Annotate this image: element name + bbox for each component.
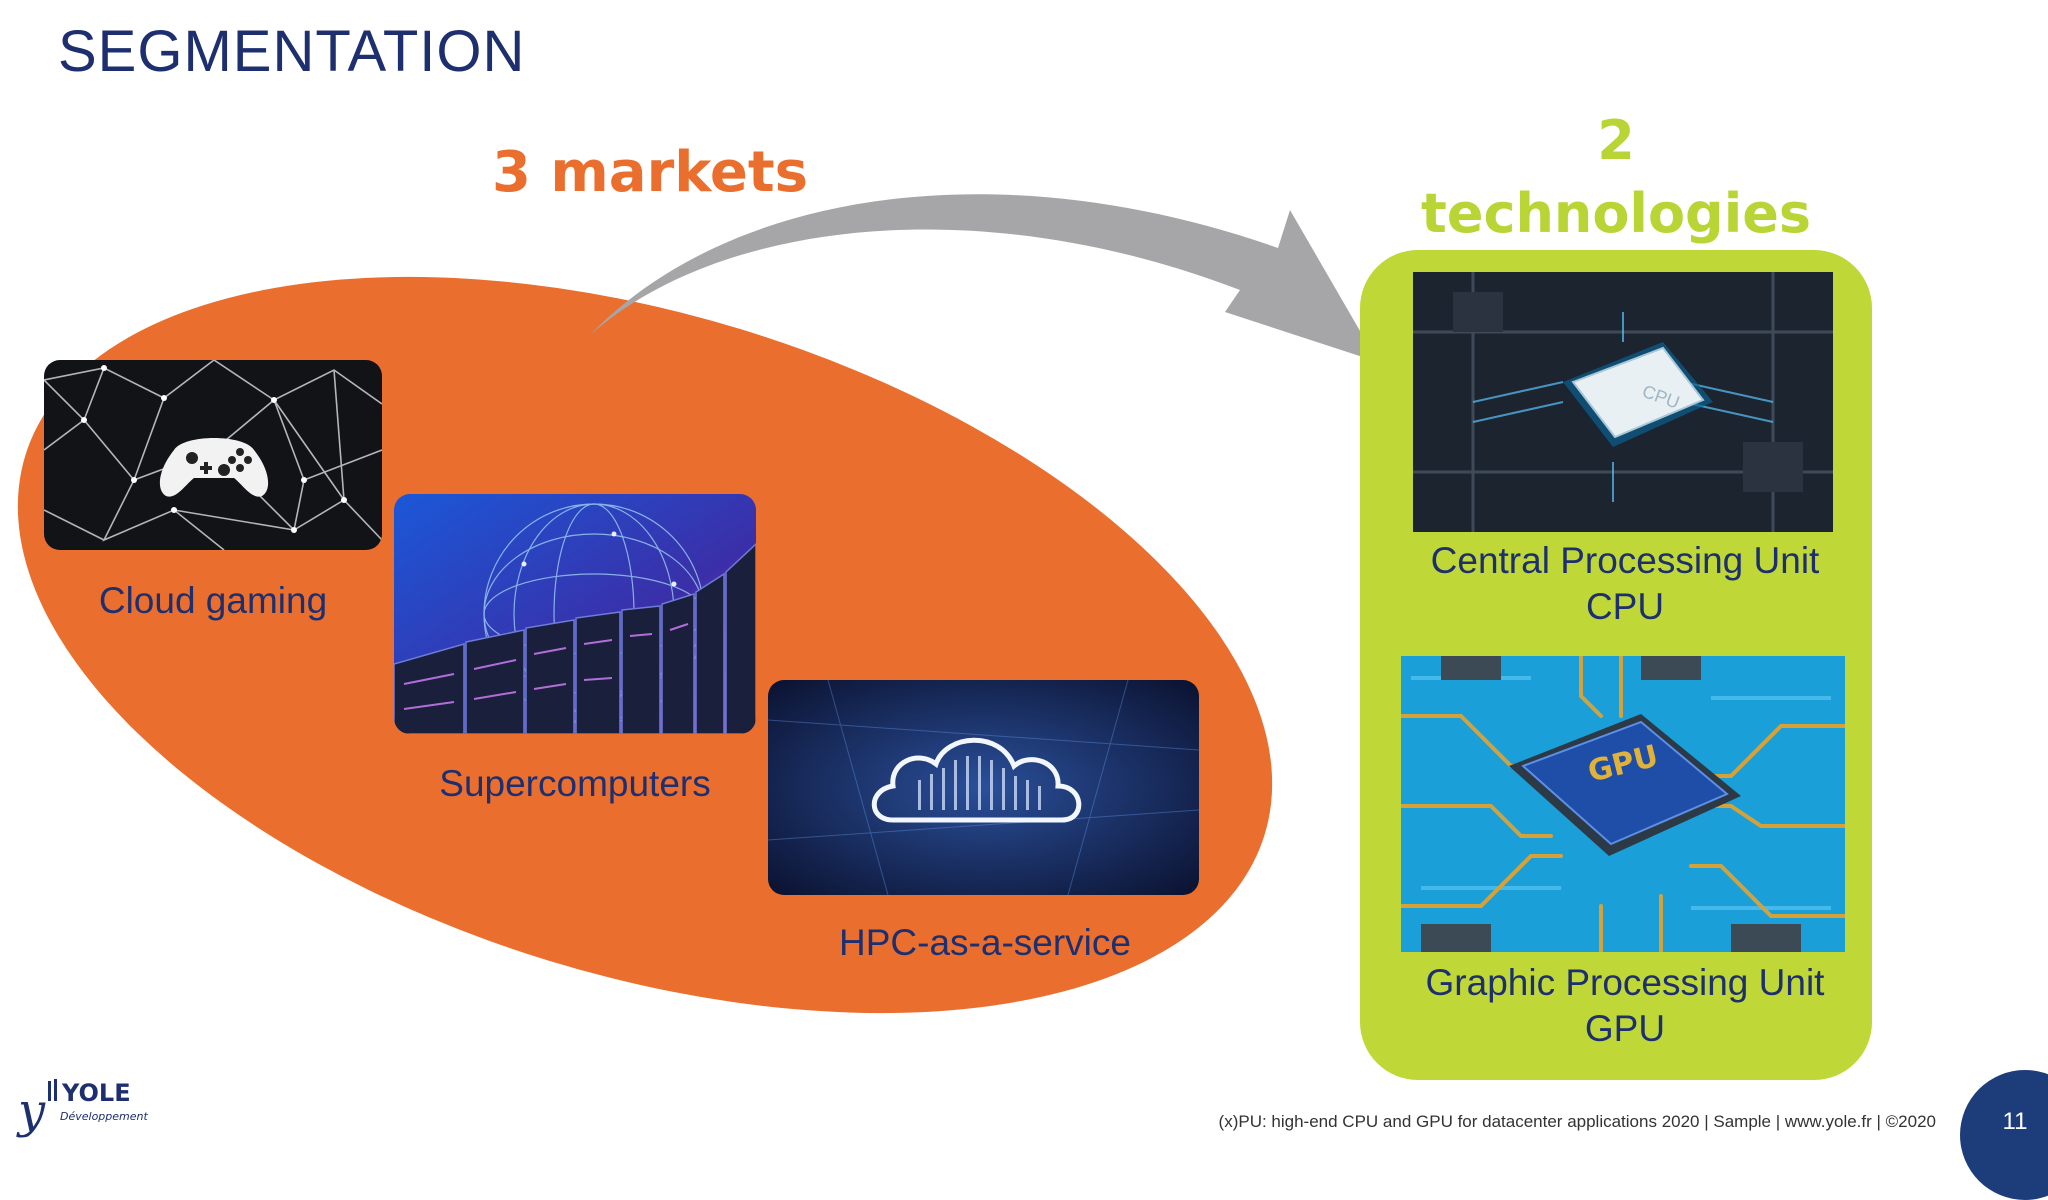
tech-label-cpu-line1: Central Processing Unit xyxy=(1430,540,1820,581)
tech-label-gpu-line2: GPU xyxy=(1584,1008,1666,1049)
page-number: 11 xyxy=(2002,1108,2028,1135)
cloud-icon xyxy=(871,737,1082,823)
market-label-hpc-as-a-service: HPC-as-a-service xyxy=(839,922,1131,963)
tech-label-gpu: Graphic Processing Unit GPU xyxy=(1380,960,1870,1052)
market-label-supercomputers: Supercomputers xyxy=(439,763,711,804)
logo-y-mark: y xyxy=(16,1083,46,1139)
tech-count: 2 xyxy=(1597,109,1635,172)
supercomputers-image xyxy=(394,494,756,734)
tech-label-gpu-line1: Graphic Processing Unit xyxy=(1425,962,1825,1003)
market-label-cloud-gaming: Cloud gaming xyxy=(98,580,328,621)
page-title: SEGMENTATION xyxy=(58,19,526,84)
markets-to-tech-arrow xyxy=(590,194,1378,362)
hpc-as-a-service-image xyxy=(768,680,1199,895)
yole-logo: y YOLE Développement xyxy=(14,1075,174,1145)
gpu-image: GPU xyxy=(1401,656,1845,952)
cloud-gaming-image xyxy=(44,360,382,550)
cpu-image: CPU xyxy=(1413,272,1833,532)
tech-label-cpu: Central Processing Unit CPU xyxy=(1380,538,1870,630)
game-controller-icon xyxy=(159,438,269,497)
logo-sub: Développement xyxy=(60,1110,148,1123)
tech-heading: technologies xyxy=(1421,182,1811,245)
markets-heading: 3 markets xyxy=(491,140,809,205)
logo-brand: YOLE xyxy=(61,1079,131,1107)
tech-label-cpu-line2: CPU xyxy=(1585,586,1665,627)
footer-text: (x)PU: high-end CPU and GPU for datacent… xyxy=(1218,1112,1936,1131)
